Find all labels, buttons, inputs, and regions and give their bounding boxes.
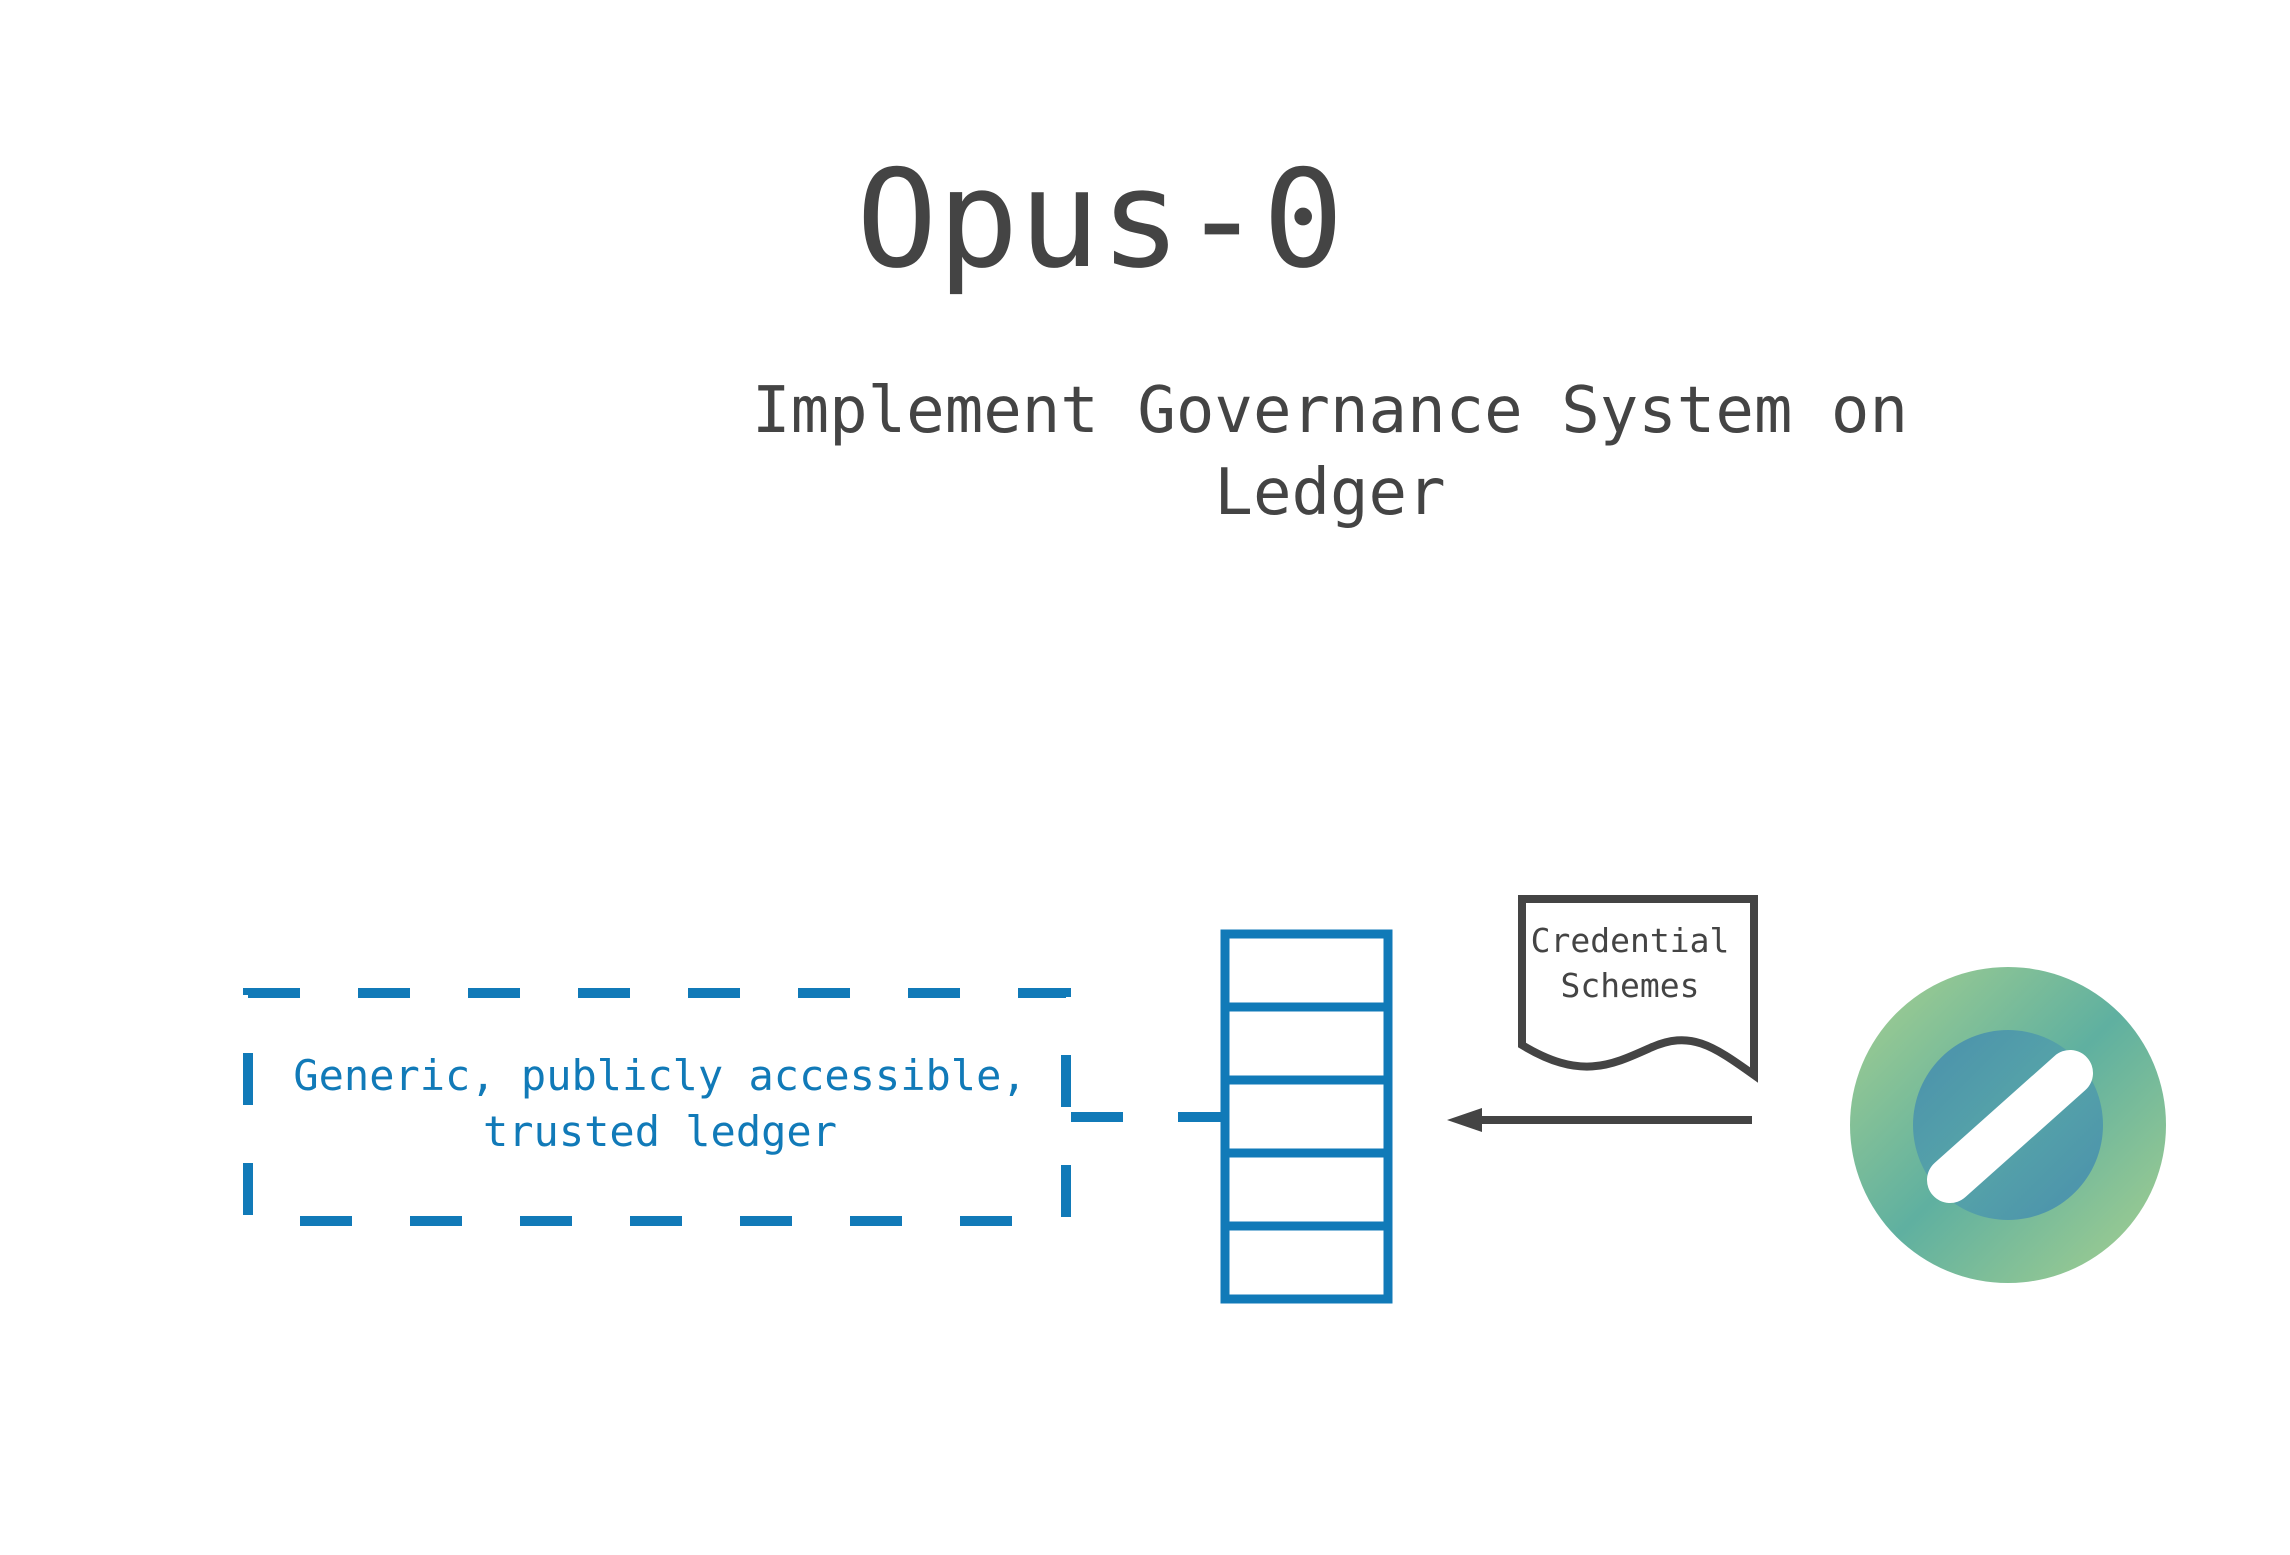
document-label: Credential Schemes [1530,921,1730,1005]
ledger-label: Generic, publicly accessible, trusted le… [293,1051,1027,1156]
document-icon [1518,895,1758,1083]
ledger-box [243,988,1071,1226]
page-title: Opus-0 [856,141,1344,298]
stacked-blocks-icon [1220,929,1393,1304]
page-subtitle: Implement Governance System on Ledger [752,374,1908,530]
circle-slash-logo [1850,967,2166,1283]
arrow-icon [1447,1108,1752,1132]
